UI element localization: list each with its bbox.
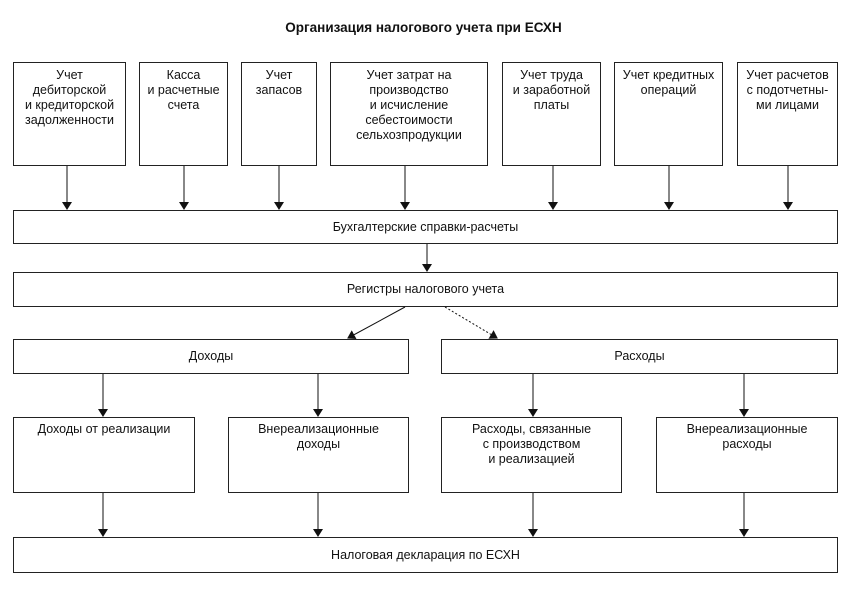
box-production-costs: Учет затрат на производство и исчисление…: [330, 62, 488, 166]
box-tax-registers: Регистры налогового учета: [13, 272, 838, 307]
box-tax-declaration: Налоговая декларация по ЕСХН: [13, 537, 838, 573]
box-expenses-nonoperating: Внереализационные расходы: [656, 417, 838, 493]
box-expenses-production: Расходы, связанные с производством и реа…: [441, 417, 622, 493]
box-expenses: Расходы: [441, 339, 838, 374]
arrow-registers-expenses: [444, 306, 498, 339]
box-accountable-persons: Учет расчетов с подотчетны- ми лицами: [737, 62, 838, 166]
box-labor-wages: Учет труда и заработной платы: [502, 62, 601, 166]
box-inventory: Учет запасов: [241, 62, 317, 166]
box-cash-accounts: Касса и расчетные счета: [139, 62, 228, 166]
box-income-sales: Доходы от реализации: [13, 417, 195, 493]
arrow-registers-income: [347, 306, 406, 340]
diagram-title: Организация налогового учета при ЕСХН: [285, 20, 562, 35]
box-credit-operations: Учет кредитных операций: [614, 62, 723, 166]
box-income-nonoperating: Внереализационные доходы: [228, 417, 409, 493]
box-accounting-certificates: Бухгалтерские справки-расчеты: [13, 210, 838, 244]
box-receivables-payables: Учет дебиторской и кредиторской задолжен…: [13, 62, 126, 166]
box-income: Доходы: [13, 339, 409, 374]
